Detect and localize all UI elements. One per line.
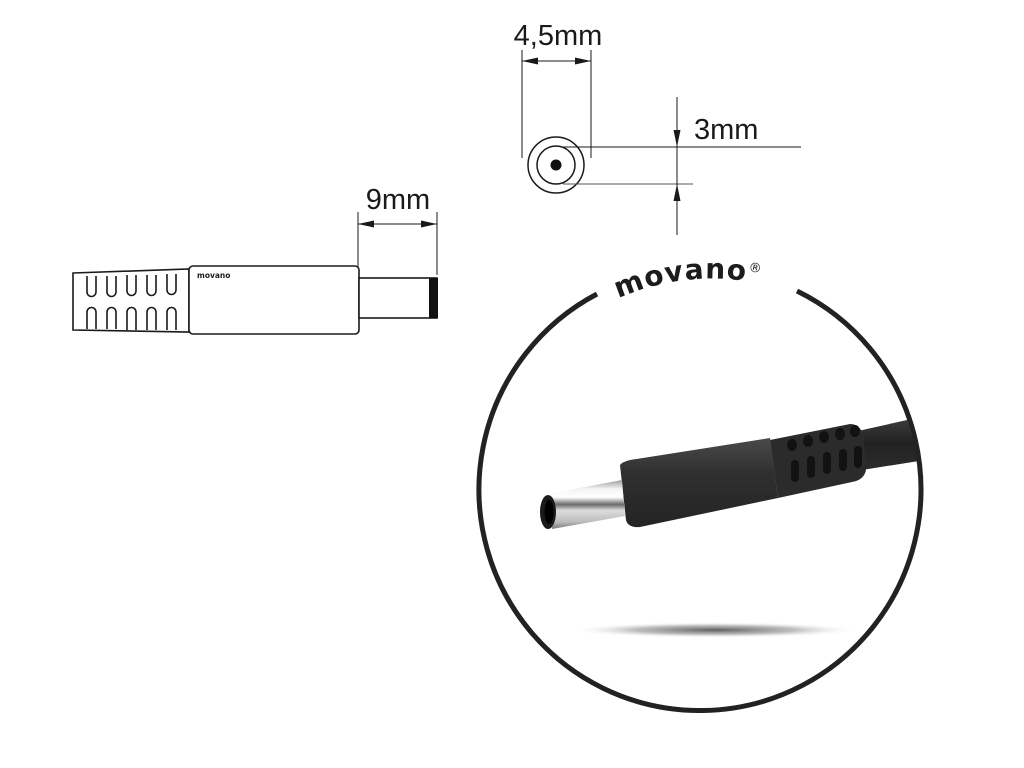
center-pin-dot	[550, 159, 562, 171]
plug-pin-tip-band	[429, 278, 438, 318]
photo-tip-hole	[544, 500, 554, 524]
photo-metal-tip	[548, 480, 625, 529]
photo-frame: movano®	[476, 252, 924, 714]
inner-diameter-label: 3mm	[694, 114, 758, 146]
front-view-drawing	[527, 136, 585, 194]
strain-relief-slots-bottom	[86, 306, 177, 330]
strain-relief-outline	[72, 268, 190, 333]
plug-photo	[540, 416, 919, 529]
pin-length-dimension	[357, 212, 438, 275]
photo-frame-ring	[476, 288, 924, 714]
photo-plug-body	[620, 438, 778, 528]
outer-diameter-label: 4,5mm	[514, 20, 603, 52]
strain-relief-ribs	[787, 425, 862, 482]
cable	[858, 416, 919, 470]
outer-diameter-circle	[527, 136, 585, 194]
brand-logo: movano®	[609, 252, 764, 304]
inner-diameter-dimension	[563, 97, 801, 235]
side-view-logo: movano	[197, 271, 230, 280]
strain-relief-slots-top	[86, 274, 177, 298]
side-view-drawing	[72, 265, 438, 335]
outer-diameter-dimension	[521, 50, 592, 158]
pin-length-label: 9mm	[366, 184, 430, 216]
inner-diameter-circle	[536, 145, 576, 185]
plug-pin-outline	[358, 277, 438, 319]
plug-shadow	[570, 622, 860, 638]
